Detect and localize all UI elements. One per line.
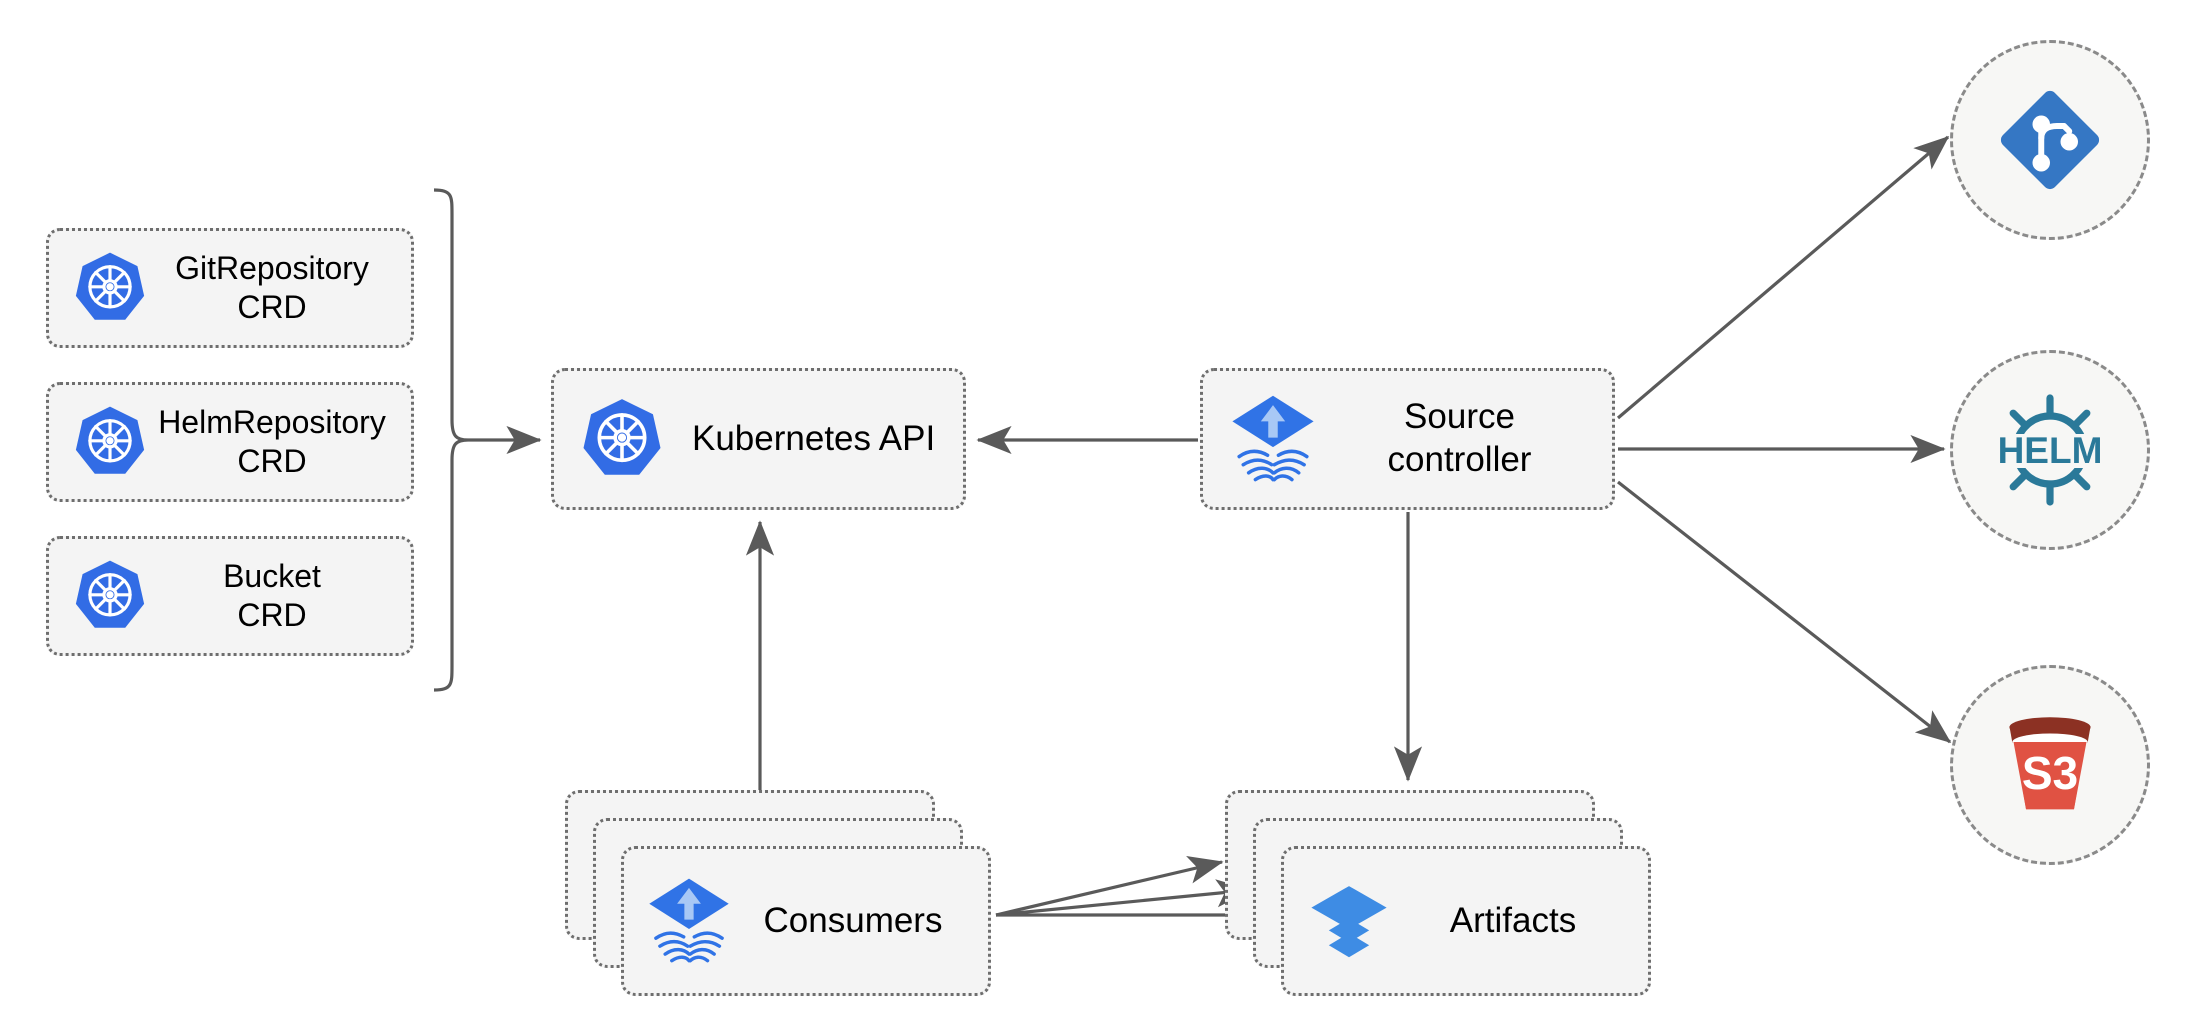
stack-card-front[interactable]: Artifacts	[1281, 846, 1651, 996]
node-label: Source controller	[1387, 397, 1532, 479]
s3-label: S3	[2022, 747, 2078, 799]
flux-icon	[646, 876, 732, 966]
node-label: Consumers	[763, 901, 943, 940]
helm-label: HELM	[1998, 430, 2103, 471]
edge-consumers-to-artifacts-2	[995, 879, 1252, 917]
crd-card-helmrepository[interactable]: HelmRepository CRD	[46, 382, 414, 502]
s3-bucket-icon: S3	[1991, 706, 2109, 824]
stack-card-front[interactable]: Consumers	[621, 846, 991, 996]
crd-card-label: HelmRepository CRD	[158, 403, 386, 479]
crd-group-brace	[433, 188, 469, 692]
edge-consumers-to-artifacts-1	[995, 855, 1224, 917]
node-artifacts[interactable]: Artifacts	[1225, 790, 1655, 1000]
node-consumers[interactable]: Consumers	[565, 790, 995, 1000]
crd-card-bucket[interactable]: Bucket CRD	[46, 536, 414, 656]
node-label: Artifacts	[1449, 901, 1577, 940]
git-icon	[1994, 84, 2106, 196]
layers-icon	[1306, 876, 1392, 966]
kubernetes-icon	[71, 403, 149, 481]
edge-srcctl-to-git	[1616, 135, 1950, 420]
edge-srcctl-to-s3	[1617, 480, 1952, 744]
node-source-controller[interactable]: Source controller	[1200, 368, 1615, 510]
endpoint-helm[interactable]: HELM	[1950, 350, 2150, 550]
kubernetes-icon	[71, 557, 149, 635]
crd-card-label: Bucket CRD	[223, 557, 321, 633]
endpoint-git[interactable]	[1950, 40, 2150, 240]
kubernetes-icon	[71, 249, 149, 327]
flux-icon	[1229, 393, 1317, 485]
node-kubernetes-api[interactable]: Kubernetes API	[551, 368, 966, 510]
kubernetes-icon	[578, 395, 666, 483]
endpoint-s3[interactable]: S3	[1950, 665, 2150, 865]
crd-card-gitrepository[interactable]: GitRepository CRD	[46, 228, 414, 348]
crd-card-label: GitRepository CRD	[175, 249, 369, 325]
helm-icon: HELM	[1986, 386, 2114, 514]
node-label: Kubernetes API	[692, 418, 936, 458]
